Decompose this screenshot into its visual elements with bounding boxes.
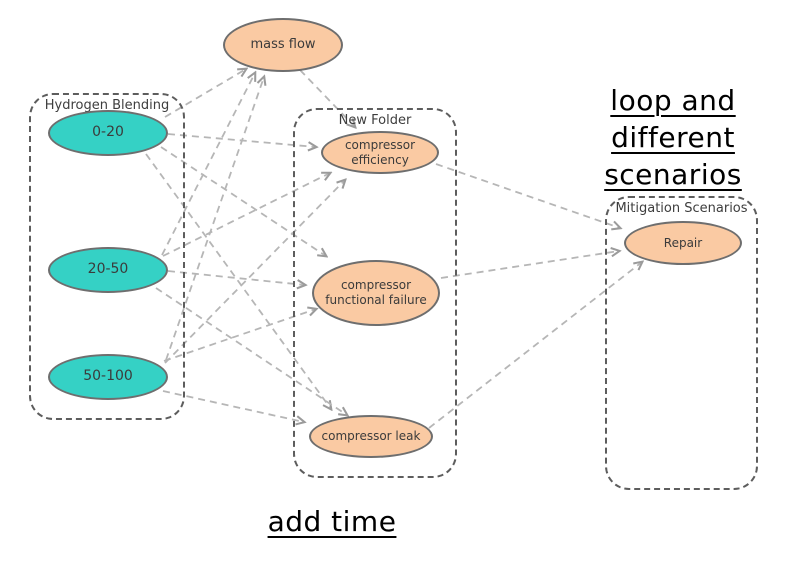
container-mitigation-scenarios-label: Mitigation Scenarios [615,201,748,216]
container-mitigation-scenarios[interactable]: Mitigation Scenarios [605,196,758,490]
node-compressor-efficiency-label: compressor efficiency [344,137,416,167]
annotation-add-time-text: add time [267,505,397,538]
edge-h0_20-comp_fail [160,146,326,256]
edge-h20_50-comp_fail [167,270,305,285]
container-new-folder-label: New Folder [338,113,412,128]
container-new-folder[interactable]: New Folder [293,108,457,478]
container-hydrogen-blending[interactable]: Hydrogen Blending [29,93,185,420]
edge-h50_100-comp_fail [163,309,316,362]
node-mass-flow-label: mass flow [250,36,316,52]
edge-h0_20-comp_leak [145,153,331,409]
node-50-100[interactable]: 50-100 [48,354,168,400]
annotation-loop-line1: loop and [610,84,736,117]
node-compressor-leak[interactable]: compressor leak [309,415,433,458]
node-mass-flow[interactable]: mass flow [223,18,343,72]
edge-h50_100-comp_leak [162,390,304,422]
node-compressor-functional-failure[interactable]: compressor functional failure [312,260,440,326]
node-20-50[interactable]: 20-50 [48,247,168,293]
edge-mass_flow-comp_eff [299,69,355,127]
edge-h20_50-mass_flow [161,73,255,256]
node-0-20-label: 0-20 [92,124,124,141]
node-repair-label: Repair [663,235,703,250]
node-50-100-label: 50-100 [83,368,133,385]
node-compressor-efficiency[interactable]: compressor efficiency [321,131,439,174]
node-20-50-label: 20-50 [87,261,129,278]
annotation-loop-line3: scenarios [604,158,742,191]
node-compressor-functional-failure-label: compressor functional failure [325,278,427,307]
annotation-loop-line2: different [611,121,735,154]
edge-comp_leak-repair [428,262,642,429]
node-repair[interactable]: Repair [624,221,742,265]
edge-comp_fail-repair [440,251,619,279]
edge-comp_eff-repair [435,163,620,228]
container-hydrogen-blending-label: Hydrogen Blending [44,98,170,113]
edge-h50_100-mass_flow [165,77,264,361]
edge-h50_100-comp_eff [164,180,345,364]
edge-h20_50-comp_leak [155,287,347,415]
annotation-loop-scenarios[interactable]: loop and different scenarios [588,82,758,193]
node-compressor-leak-label: compressor leak [321,429,421,443]
node-0-20[interactable]: 0-20 [48,110,168,156]
edge-h0_20-comp_eff [167,133,316,147]
annotation-add-time[interactable]: add time [252,503,412,540]
